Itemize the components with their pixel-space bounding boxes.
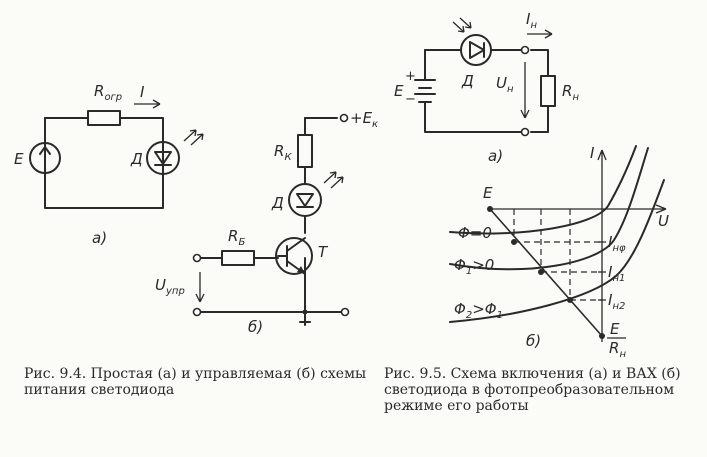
photodiode-symbol <box>460 34 492 66</box>
terminal-a-bottom <box>520 127 530 137</box>
panel-label-95b: б) <box>526 332 541 350</box>
control-voltage-arrow <box>195 272 205 303</box>
x-axis-label: U <box>658 212 669 230</box>
load-wire <box>530 49 549 133</box>
caption-fig94: Рис. 9.4. Простая (а) и управляемая (б) … <box>24 366 367 398</box>
fig94b-circuit: +Eк RК Д RБ T Uупр б) <box>155 109 378 336</box>
fig94a-wire-loop <box>44 117 164 209</box>
battery-symbol <box>414 79 436 103</box>
load-res-label: Rн <box>562 82 579 103</box>
source-label-e: E <box>14 150 24 168</box>
curve-label-phi0: Φ=0 <box>458 224 492 242</box>
terminal-ground-left <box>192 307 202 317</box>
diode-label-d: Д <box>130 150 143 168</box>
fig95a-circuit: Iн Д E + − Uн Rн а) <box>394 10 579 165</box>
load-current-arrow <box>527 29 553 39</box>
collector-res-label: RК <box>274 142 292 163</box>
fig95a-wire-left <box>424 49 526 133</box>
x-axis <box>488 204 667 214</box>
resistor-symbol-rn <box>540 75 556 107</box>
operating-point-phi1 <box>538 269 544 275</box>
fraction-denominator: Rн <box>609 339 626 360</box>
diode-label-94b: Д <box>271 194 284 212</box>
source-arrow-icon <box>39 146 51 169</box>
guide-phi0 <box>513 209 602 243</box>
battery-plus: + <box>405 69 416 84</box>
resistor-label-rogr: Rогр <box>94 82 122 103</box>
light-emission-arrows-icon <box>183 129 204 146</box>
incident-light-arrows-icon <box>452 17 472 33</box>
supply-label: +Eк <box>350 109 378 130</box>
fig94a-circuit: E Rогр I Д а) <box>14 82 204 247</box>
fraction-numerator: E <box>610 320 620 338</box>
terminal-supply <box>339 113 349 123</box>
transistor-label: T <box>318 243 329 261</box>
voltage-source-symbol <box>29 142 61 174</box>
current-ticks <box>598 241 606 301</box>
current-label-in2: Iн2 <box>608 291 625 312</box>
current-label-i: I <box>140 83 145 101</box>
led-symbol-94a <box>146 141 180 175</box>
caption-fig95: Рис. 9.5. Схема включения (а) и ВАХ (б) … <box>384 366 681 414</box>
base-res-label: RБ <box>228 227 245 248</box>
y-axis <box>597 149 607 342</box>
guide-phi1 <box>540 209 602 273</box>
terminal-a-top <box>520 45 530 55</box>
panel-label-95a: а) <box>488 147 503 165</box>
y-axis-label: I <box>590 144 595 162</box>
curve-label-phi2: Φ2>Φ1 <box>454 300 503 321</box>
e-point-label: E <box>483 184 493 202</box>
resistor-symbol-rb <box>221 250 255 266</box>
panel-label-94a: а) <box>92 229 107 247</box>
control-voltage-label: Uупр <box>155 276 185 297</box>
operating-point-phi0 <box>511 239 517 245</box>
emitter-arrow-icon <box>297 266 305 274</box>
iv-curve-phi0 <box>449 145 637 235</box>
junction-dot <box>302 309 308 315</box>
photodiode-label: Д <box>461 72 474 90</box>
fig95b-iv-plot: I U E Φ=0 Φ1>0 Φ2>Φ1 Iнφ Iн1 Iн2 E Rн б) <box>449 144 669 360</box>
light-emission-arrows-icon-2 <box>323 171 344 189</box>
resistor-symbol-rogr <box>87 110 121 126</box>
led-symbol-94b <box>288 183 322 217</box>
resistor-symbol-rk <box>297 134 313 168</box>
current-label-in1: Iн1 <box>608 263 625 284</box>
terminal-control-in <box>192 253 202 263</box>
current-arrow-head <box>152 99 161 109</box>
transistor-leads <box>277 237 306 275</box>
operating-point-phi2 <box>567 297 573 303</box>
current-label-inphi: Iнφ <box>608 233 626 254</box>
load-voltage-arrow <box>520 62 530 119</box>
diode-triangle-icon-2 <box>296 193 314 208</box>
load-voltage-label: Uн <box>496 74 514 95</box>
battery-minus: − <box>405 92 416 107</box>
iv-curve-phi2 <box>449 179 665 323</box>
terminal-ground-right <box>340 307 350 317</box>
point-e <box>487 206 493 212</box>
iv-curve-phi1 <box>449 147 649 271</box>
diode-triangle-icon <box>154 151 172 166</box>
panel-label-94b: б) <box>248 318 263 336</box>
transistor-symbol <box>275 237 313 275</box>
curve-label-phi1: Φ1>0 <box>454 256 494 277</box>
photodiode-triangle-icon <box>469 41 485 59</box>
battery-label-e: E <box>394 82 404 100</box>
point-e-over-r <box>599 333 605 339</box>
guide-phi2 <box>569 209 602 301</box>
load-current-label: Iн <box>526 10 537 31</box>
